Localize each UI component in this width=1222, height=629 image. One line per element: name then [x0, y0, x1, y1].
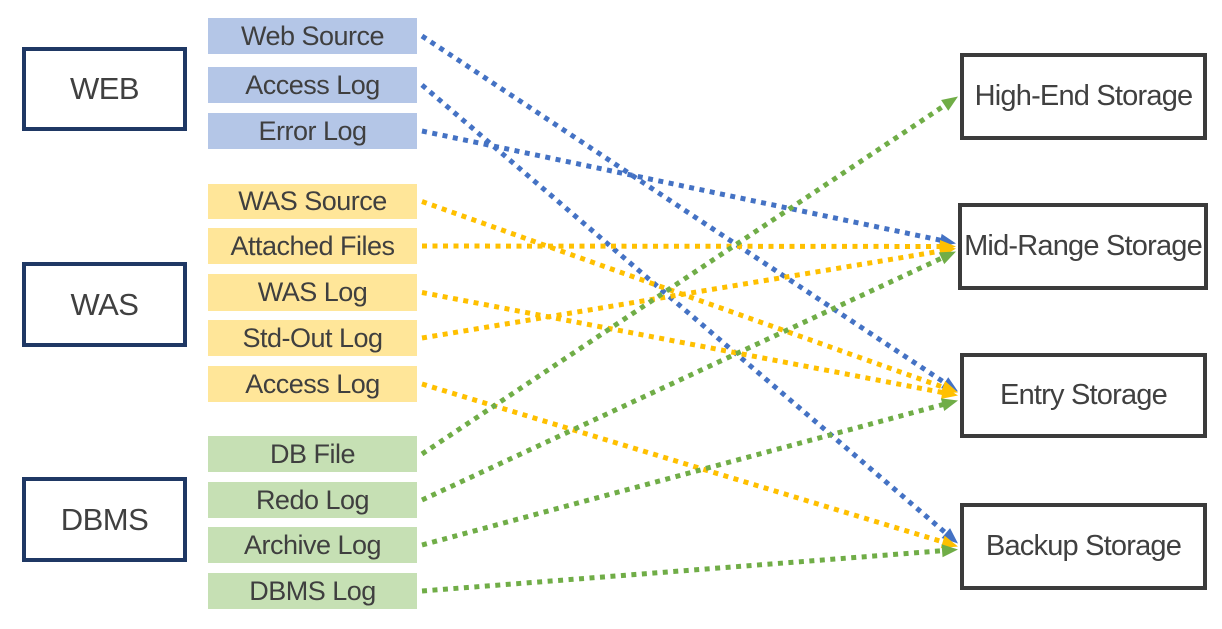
storage-box-backup: Backup Storage [960, 503, 1207, 590]
server-box-dbms-label: DBMS [60, 501, 149, 537]
arrowhead-web-error-log-to-mid-range [939, 233, 956, 247]
storage-box-high-end: High-End Storage [960, 53, 1207, 140]
server-box-was: WAS [22, 262, 187, 347]
storage-box-mid-range-label: Mid-Range Storage [964, 230, 1203, 262]
item-bar-was-access-log-label: Access Log [245, 368, 380, 399]
storage-box-entry: Entry Storage [960, 353, 1207, 438]
item-bar-web-access-log-label: Access Log [245, 69, 380, 100]
item-bar-was-log: WAS Log [208, 274, 417, 311]
item-bar-was-source: WAS Source [208, 184, 417, 219]
connector-was-access-log-to-backup [421, 381, 946, 545]
arrowhead-dbms-log-to-backup [941, 544, 958, 558]
server-box-web-label: WEB [69, 71, 140, 106]
storage-box-backup-label: Backup Storage [985, 530, 1182, 562]
item-bar-dbms-log: DBMS Log [208, 573, 417, 609]
item-bar-std-out-log-label: Std-Out Log [242, 322, 383, 353]
arrowhead-was-source-to-entry [940, 381, 958, 394]
connector-archive-log-to-entry [421, 401, 946, 548]
storage-box-entry-label: Entry Storage [1000, 379, 1168, 411]
arrowhead-was-access-log-to-backup [940, 535, 958, 549]
connector-web-source-to-entry [420, 33, 948, 386]
item-bar-dbms-log-label: DBMS Log [249, 575, 376, 606]
item-bar-redo-log-label: Redo Log [255, 484, 370, 515]
item-bar-archive-log: Archive Log [208, 527, 417, 563]
item-bar-redo-log: Redo Log [208, 482, 417, 518]
server-box-dbms: DBMS [22, 477, 187, 562]
item-bar-was-source-label: WAS Source [238, 186, 387, 216]
arrowhead-archive-log-to-entry [940, 398, 958, 411]
server-box-was-label: WAS [70, 286, 139, 322]
connector-was-log-to-entry [421, 290, 945, 396]
arrowhead-redo-log-to-mid-range [938, 251, 956, 265]
arrowhead-was-log-to-entry [941, 386, 958, 399]
item-bar-web-source-label: Web Source [240, 20, 385, 51]
connector-dbms-log-to-backup [421, 548, 945, 594]
connector-db-file-to-high-end [420, 102, 948, 457]
connector-redo-log-to-mid-range [420, 255, 945, 503]
arrowhead-std-out-log-to-mid-range [939, 244, 956, 258]
item-bar-was-access-log: Access Log [208, 366, 417, 402]
item-bar-archive-log-label: Archive Log [243, 529, 382, 560]
storage-box-high-end-label: High-End Storage [974, 80, 1194, 112]
item-bar-web-error-log-label: Error Log [258, 115, 367, 146]
arrowhead-attached-files-to-mid-range [939, 239, 956, 253]
server-box-web: WEB [22, 47, 187, 131]
item-bar-attached-files-label: Attached Files [230, 230, 395, 261]
item-bar-web-source: Web Source [208, 18, 417, 54]
item-bar-web-error-log: Error Log [208, 113, 417, 149]
connector-web-error-log-to-mid-range [421, 128, 943, 244]
storage-box-mid-range: Mid-Range Storage [958, 203, 1208, 290]
item-bar-std-out-log: Std-Out Log [208, 320, 417, 356]
item-bar-web-access-log: Access Log [208, 67, 417, 103]
connector-web-access-log-to-backup [420, 83, 949, 537]
item-bar-db-file: DB File [208, 436, 417, 472]
item-bar-db-file-label: DB File [269, 438, 356, 469]
item-bar-attached-files: Attached Files [208, 228, 417, 264]
item-bar-was-log-label: WAS Log [257, 277, 368, 307]
arrowhead-web-source-to-entry [941, 377, 958, 392]
arrowhead-db-file-to-high-end [941, 96, 958, 111]
connector-std-out-log-to-mid-range [421, 248, 943, 341]
connector-was-source-to-entry [421, 199, 946, 391]
